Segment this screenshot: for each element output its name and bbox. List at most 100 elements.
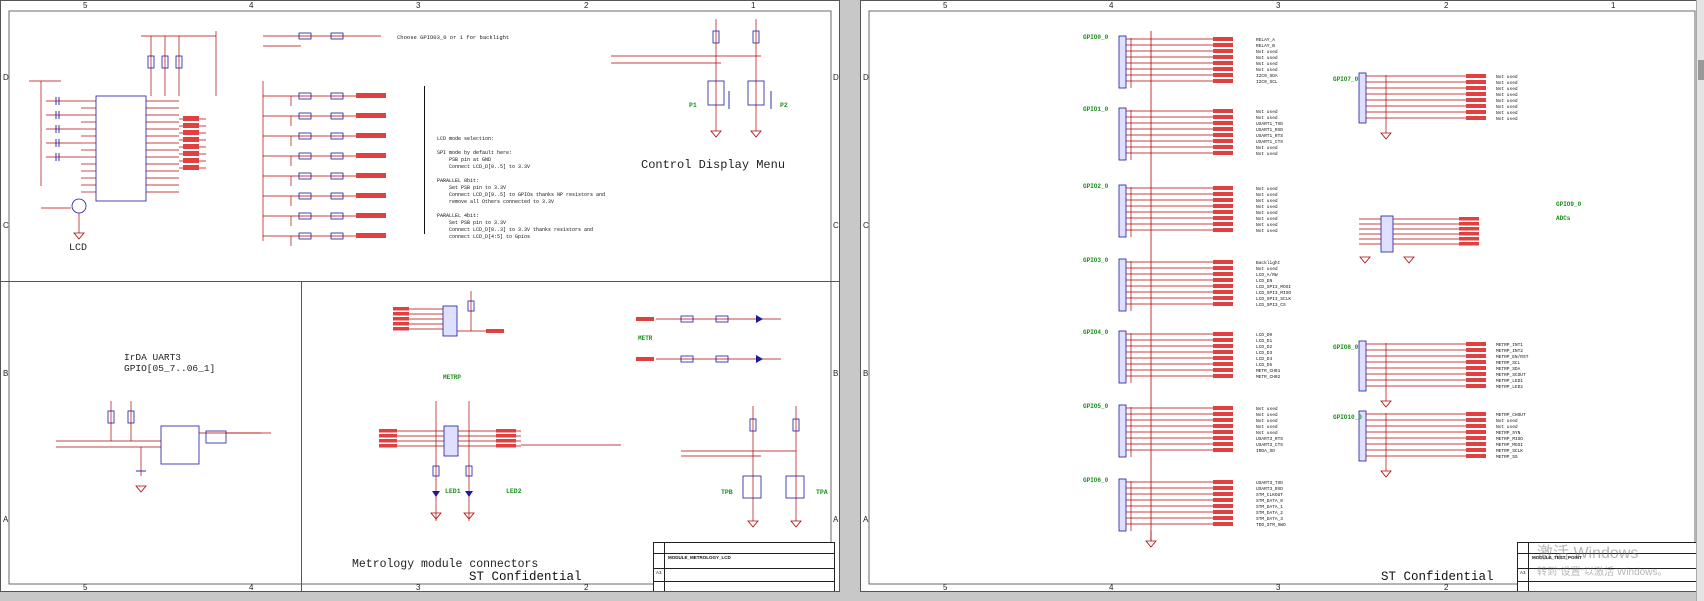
- right-zone-row-d: D: [863, 73, 869, 82]
- ground-symbol: [73, 232, 85, 240]
- gpio-net-flag: [1466, 80, 1486, 84]
- section-divider-vertical: [301, 281, 302, 591]
- gpio-net-flag: [1466, 342, 1486, 346]
- scrollbar-thumb[interactable]: [1698, 60, 1704, 80]
- gpio-net-flag: [1213, 356, 1233, 360]
- pullup-resistor: [175, 55, 183, 69]
- gpio-net-flag: [1213, 55, 1233, 59]
- connector-tpa: TPA: [816, 489, 828, 496]
- np-resistor: [330, 112, 344, 120]
- gpio-header-name: GPIO7_0: [1333, 76, 1359, 83]
- right-zone-col-5-top: 5: [943, 1, 948, 10]
- tamper-switch-tpb: [742, 475, 762, 499]
- right-zone-col-5-bottom: 5: [943, 583, 948, 592]
- gpio-signal-label: Not used: [1256, 192, 1278, 198]
- gpio-net-flag: [1213, 79, 1233, 83]
- gpio-signal-label: USART1_CTS: [1256, 139, 1283, 145]
- gpio-signal-label: Not used: [1256, 216, 1278, 222]
- gpio-net-flag: [1213, 406, 1233, 410]
- gpio-signal-label: METRP_LED1: [1496, 378, 1523, 384]
- gpio-signal-label: METRP_SYN: [1496, 430, 1521, 436]
- title-block-left-title: MODULE_METROLOGY_LCD: [668, 555, 731, 560]
- led-resistor: [432, 465, 440, 477]
- zone-row-a-left: A: [3, 515, 9, 524]
- gpio-signal-label: METRP_INT1: [1496, 342, 1523, 348]
- gpio-net-flag: [1466, 348, 1486, 352]
- gpio-net-flag: [1213, 486, 1233, 490]
- gpio-signal-label: Not used: [1496, 86, 1518, 92]
- gpio-signal-label: Not used: [1496, 110, 1518, 116]
- gpio-signal-label: METRP_INT2: [1496, 348, 1523, 354]
- gpio-signal-label: Not used: [1256, 228, 1278, 234]
- gpio-net-flag: [1466, 354, 1486, 358]
- gpio-signal-label: Not used: [1496, 92, 1518, 98]
- ground-symbol: [1380, 470, 1392, 478]
- backlight-note: Choose GPIO03_0 or 1 for backlight: [397, 34, 510, 41]
- net-flag: [183, 137, 199, 142]
- gpio-net-flag: [1466, 412, 1486, 416]
- gpio-net-flag: [1213, 290, 1233, 294]
- tamper-pullup: [749, 418, 757, 432]
- np-resistor: [330, 92, 344, 100]
- right-zone-col-3-top: 3: [1276, 1, 1281, 10]
- gpio-net-flag: [1213, 272, 1233, 276]
- series-resistor: [298, 172, 312, 180]
- irda-transceiver-ic: [160, 425, 200, 465]
- ground-symbol: [747, 520, 759, 528]
- gpio-signal-label: LCD_D2: [1256, 344, 1273, 350]
- led-resistor: [715, 315, 729, 323]
- button-pullup: [752, 30, 760, 44]
- led-resistor: [680, 355, 694, 363]
- gpio-signal-label: Not used: [1496, 80, 1518, 86]
- gpio-signal-label: Not used: [1256, 418, 1278, 424]
- gpio-signal-label: METRP_SCL: [1496, 360, 1521, 366]
- adcs-label: ADCs: [1556, 215, 1571, 222]
- gpio-net-flag: [1213, 151, 1233, 155]
- vertical-scrollbar[interactable]: [1696, 0, 1704, 601]
- ground-symbol: [1380, 400, 1392, 408]
- zone-row-d-left: D: [3, 73, 9, 82]
- gpio-flag: [356, 133, 386, 138]
- metrology-connector-j2: [442, 305, 458, 337]
- gpio-header-name: GPIO4_0: [1083, 329, 1109, 336]
- gpio-header-connector: [1358, 410, 1367, 462]
- gpio-flag: [356, 93, 386, 98]
- gpio-net-flag: [1213, 436, 1233, 440]
- gpio-net-flag: [1466, 436, 1486, 440]
- schematic-sheet-metrology-lcd: 5 4 3 2 1 5 4 3 2 1 D C B A D C B A LCD …: [0, 0, 840, 592]
- bl-resistor: [298, 32, 312, 40]
- ground-symbol: [710, 130, 722, 138]
- st-confidential-right: ST Confidential: [1381, 570, 1494, 584]
- gpio-net-flag: [1213, 210, 1233, 214]
- gpio-net-flag: [1213, 192, 1233, 196]
- section-divider-horizontal: [1, 281, 839, 282]
- led-diode: [432, 491, 440, 497]
- gpio-signal-label: LCD_SPI3_CS: [1256, 302, 1286, 308]
- metrology-connectors-title: Metrology module connectors: [352, 558, 539, 571]
- gpio-signal-label: METRP_EN/RST: [1496, 354, 1529, 360]
- left-schematic-drawing: [8, 10, 832, 585]
- sheet-inner-frame: [8, 10, 832, 585]
- gpio-signal-label: METRP_SCLK: [1496, 448, 1523, 454]
- button-pullup: [712, 30, 720, 44]
- connector-p1: P1: [689, 102, 697, 109]
- gpio-net-flag: [1213, 504, 1233, 508]
- zone-col-2-top: 2: [584, 1, 589, 10]
- title-block-left: MODULE_METROLOGY_LCD A3: [653, 542, 835, 591]
- right-zone-col-2-top: 2: [1444, 1, 1449, 10]
- gpio-net-flag: [1466, 454, 1486, 458]
- adc-net-flag: [1459, 242, 1479, 246]
- gpio-signal-label: Not used: [1256, 204, 1278, 210]
- lcd-controller-ic: [95, 95, 147, 202]
- gpio-net-flag: [1213, 418, 1233, 422]
- gpio-net-flag: [1213, 278, 1233, 282]
- gpio-header-connector: [1118, 404, 1127, 458]
- gpio-signal-label: METRP_LED2: [1496, 384, 1523, 390]
- metrp-flag: [393, 317, 409, 321]
- metrp-flag: [393, 307, 409, 311]
- gpio-signal-label: STM_CLKOUT: [1256, 492, 1283, 498]
- irda-resistor-r: [205, 430, 227, 444]
- adc-net-flag: [1459, 222, 1479, 226]
- led-diode: [465, 491, 473, 497]
- metr-flag: [496, 444, 516, 448]
